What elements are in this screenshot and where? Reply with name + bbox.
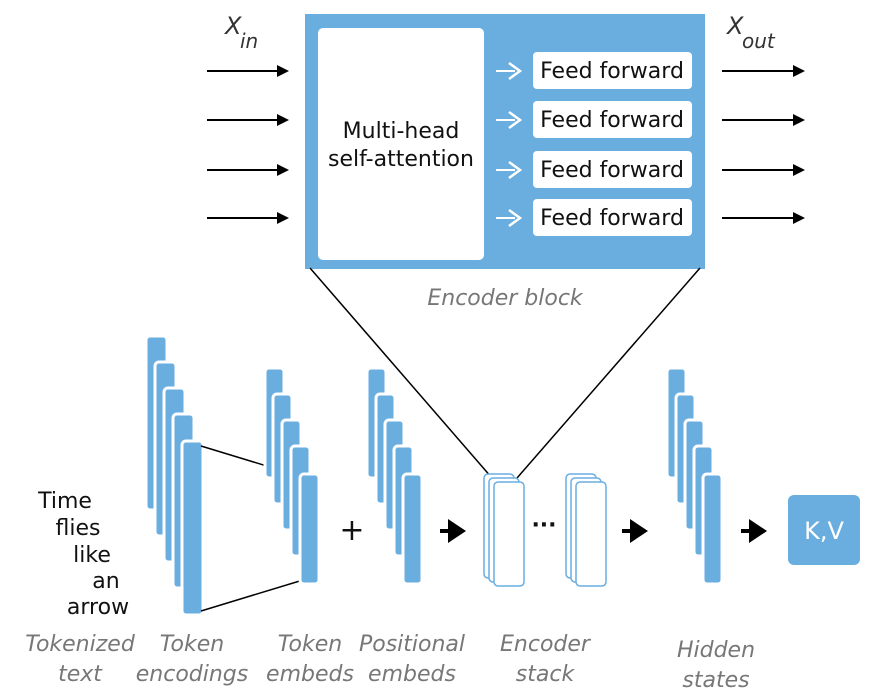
- attention-box: [318, 28, 484, 260]
- encoding-bar-5: [180, 439, 205, 617]
- caption-positional-2: embeds: [368, 662, 456, 687]
- caption-encodings-1: Token: [160, 632, 224, 657]
- positional-bar-5: [401, 472, 424, 586]
- embed-bar-5: [298, 472, 321, 586]
- stack-block-2c: [575, 481, 607, 587]
- zoom-line-right: [516, 267, 701, 479]
- feed-forward-row-1: Feed forward: [496, 52, 692, 89]
- ff-arrowhead-1: [508, 61, 523, 81]
- token-embeds: [263, 366, 321, 586]
- positional-embeds: [365, 366, 424, 586]
- caption-embeds-1: Token: [278, 632, 342, 657]
- token-flies: flies: [56, 516, 101, 541]
- caption-embeds-2: embeds: [266, 662, 354, 687]
- tokenized-text: Time flies like an arrow: [37, 489, 129, 620]
- token-encodings: [144, 334, 205, 617]
- ff-arrowhead-4: [508, 208, 523, 228]
- hidden-bar-5: [701, 472, 724, 586]
- feed-forward-row-4: Feed forward: [496, 199, 692, 236]
- encoder-block: Multi-head self-attention Feed forward F…: [305, 14, 705, 311]
- output-arrows: [722, 65, 805, 224]
- caption-positional-1: Positional: [359, 632, 465, 657]
- feed-forward-row-2: Feed forward: [496, 101, 692, 138]
- captions: Tokenized text Token encodings Token emb…: [25, 632, 755, 693]
- x-out-symbol: X: [725, 12, 744, 40]
- stack-block-1c: [493, 481, 525, 587]
- feed-forward-box-4: [533, 199, 692, 236]
- arrow-to-stack: [440, 519, 466, 543]
- plus-sign: +: [339, 513, 364, 548]
- pipeline-arrows: [440, 519, 767, 543]
- kv-box: [788, 495, 860, 565]
- attention-label-line1: Multi-head: [343, 119, 460, 144]
- x-in-symbol: X: [223, 12, 242, 40]
- feed-forward-label-3: Feed forward: [540, 158, 684, 183]
- projection-line-bottom: [200, 579, 304, 612]
- feed-forward-label-1: Feed forward: [540, 59, 684, 84]
- caption-stack-2: stack: [516, 662, 576, 687]
- x-out-subscript: out: [742, 29, 776, 53]
- ff-arrowhead-3: [508, 160, 523, 180]
- encoder-block-caption: Encoder block: [427, 286, 584, 311]
- caption-hidden-2: states: [682, 668, 749, 693]
- kv-label: K,V: [804, 517, 844, 545]
- ff-arrowhead-2: [508, 110, 523, 130]
- x-in-label: X in: [223, 12, 258, 53]
- token-time: Time: [37, 489, 92, 514]
- x-out-label: X out: [725, 12, 776, 53]
- zoom-line-left: [309, 267, 493, 479]
- attention-label-line2: self-attention: [328, 147, 474, 172]
- input-arrows: [207, 65, 289, 224]
- token-like: like: [73, 543, 111, 568]
- feed-forward-box-3: [533, 151, 692, 188]
- arrow-to-hidden: [622, 519, 648, 543]
- feed-forward-label-4: Feed forward: [540, 206, 684, 231]
- stack-ellipsis: ···: [531, 513, 556, 538]
- feed-forward-box-1: [533, 52, 692, 89]
- feed-forward-label-2: Feed forward: [540, 108, 684, 133]
- caption-tokenized-1: Tokenized: [25, 632, 136, 657]
- caption-encodings-2: encodings: [136, 662, 248, 687]
- hidden-states: [665, 366, 724, 586]
- caption-stack-1: Encoder: [500, 632, 592, 657]
- kv-output: K,V: [788, 495, 860, 565]
- encoder-stack: [483, 473, 607, 587]
- feed-forward-row-3: Feed forward: [496, 151, 692, 188]
- x-in-subscript: in: [240, 29, 258, 53]
- token-arrow: arrow: [67, 595, 129, 620]
- caption-tokenized-2: text: [58, 662, 103, 687]
- feed-forward-box-2: [533, 101, 692, 138]
- caption-hidden-1: Hidden: [677, 638, 755, 663]
- token-an: an: [92, 569, 119, 594]
- arrow-to-kv: [741, 519, 767, 543]
